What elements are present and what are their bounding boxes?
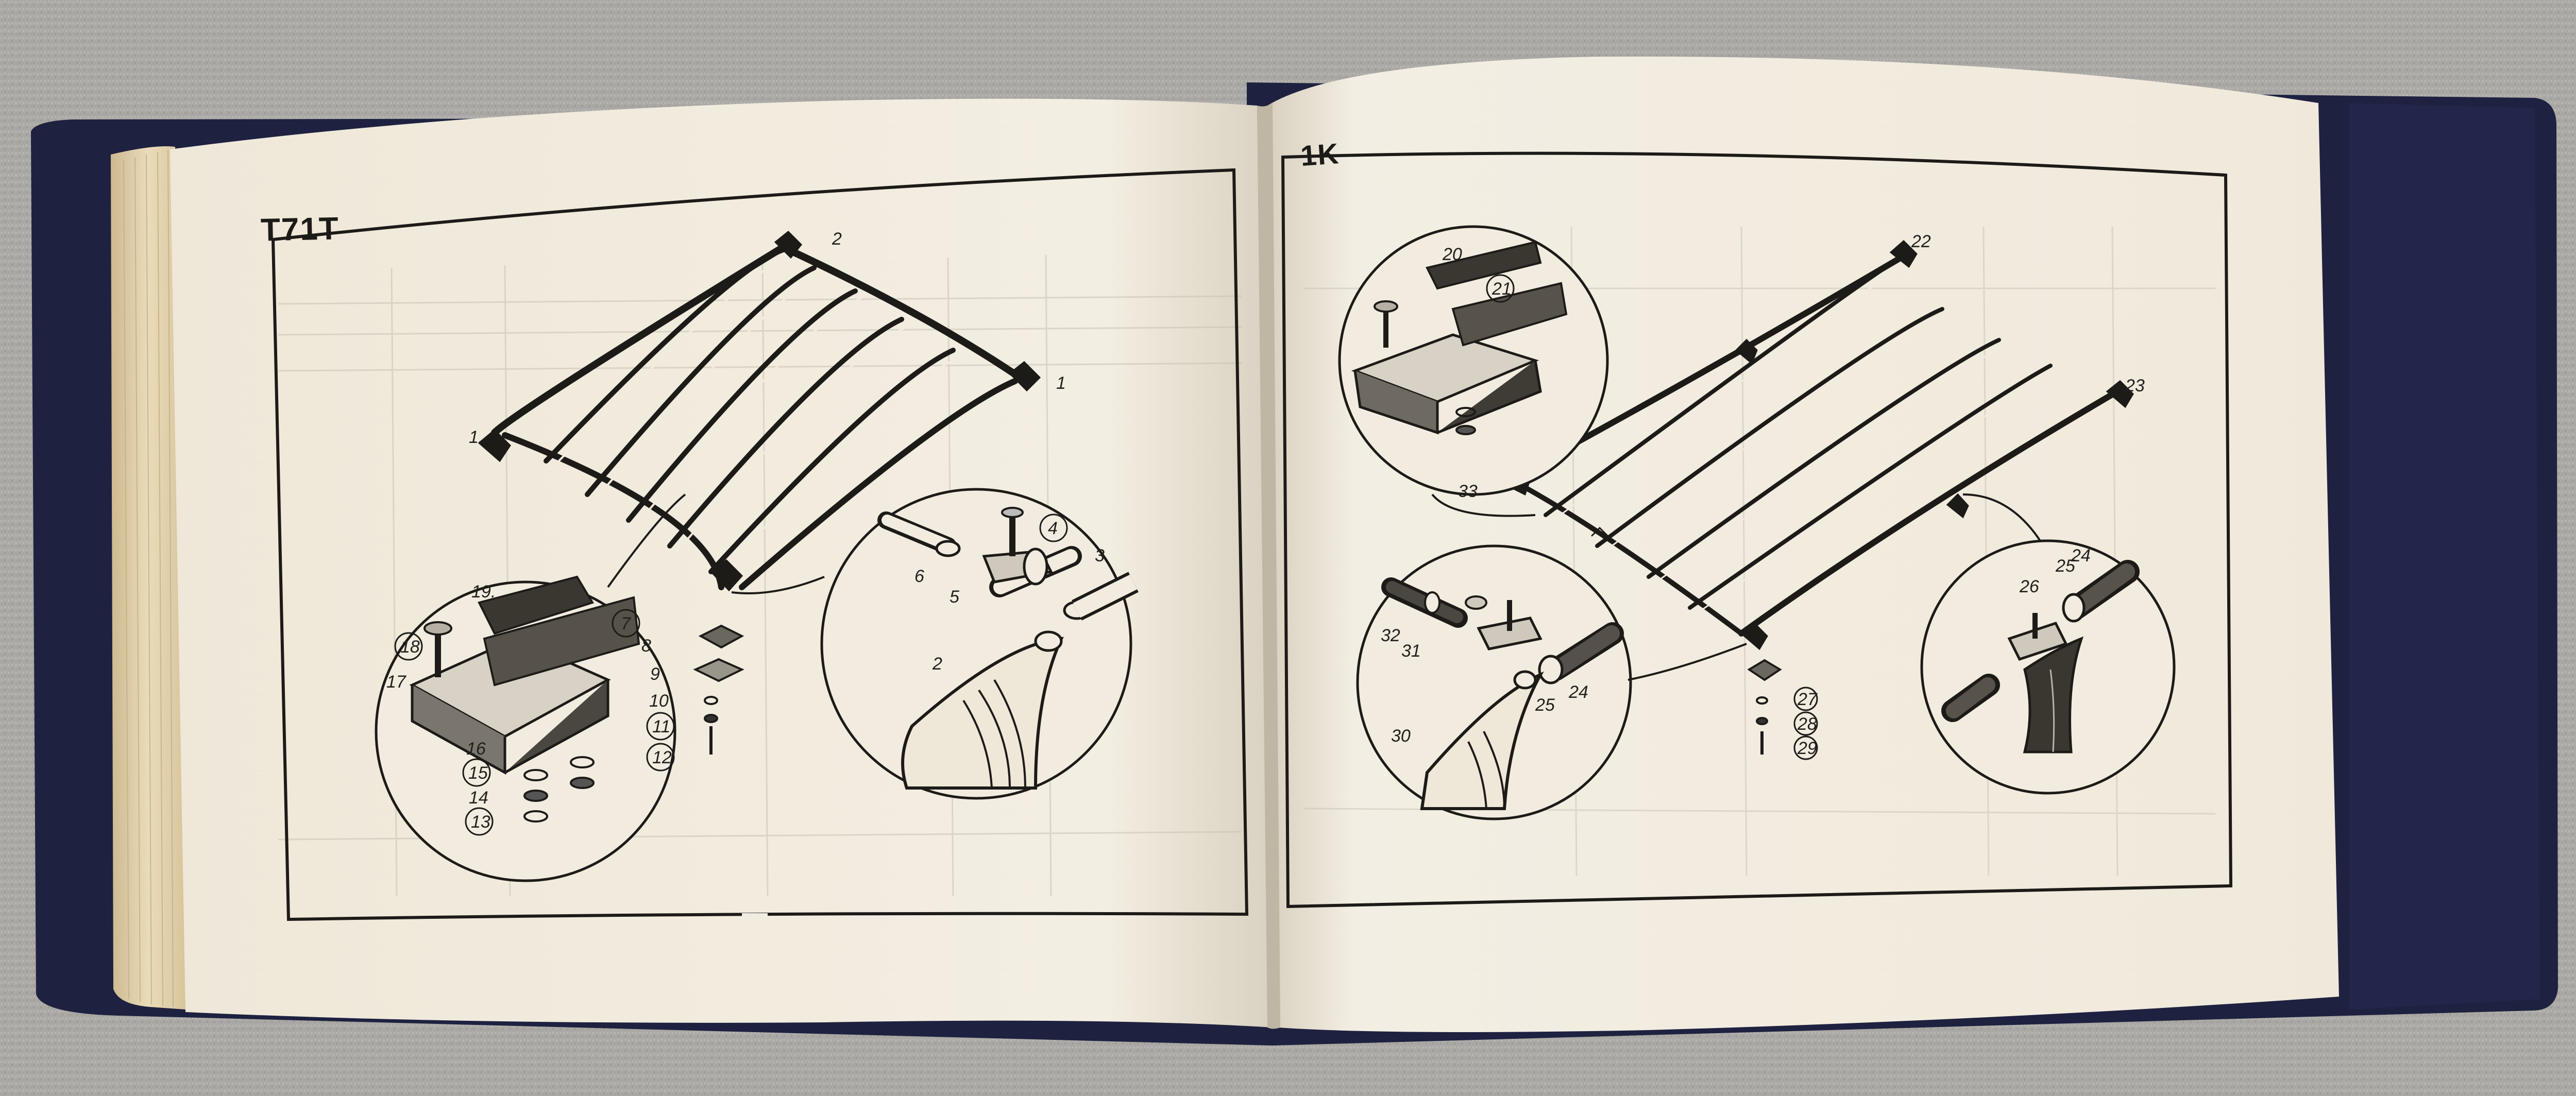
right-page-frame (1281, 151, 2233, 909)
callout-1a-left: 1. (469, 427, 483, 447)
callout-19-left: 19. (471, 582, 496, 602)
callout-10-left: 10 (649, 691, 669, 711)
callout-30-right: 30 (1391, 726, 1411, 746)
callout-33-right: 33 (1458, 482, 1478, 501)
callout-23-right: 23 (2125, 376, 2145, 396)
callout-31-right: 31 (1401, 641, 1421, 661)
right-detail-circle-bracket (1356, 544, 1747, 820)
callout-16-left: 16 (466, 739, 486, 759)
callout-29-right: 29 (1797, 739, 1817, 758)
callout-2-left: 2 (832, 229, 842, 249)
callout-12-left: 12 (652, 748, 672, 767)
right-detail-circle-top (1338, 225, 1609, 517)
callout-32-right: 32 (1381, 626, 1400, 645)
right-detail-circle-foot (1920, 493, 2176, 795)
callout-9-left: 9 (650, 664, 660, 684)
callout-28-right: 28 (1797, 714, 1817, 734)
left-page-frame (271, 168, 1249, 921)
right-callout-labels: 20 21 22 23 33 32 31 30 25 24 27 28 29 2… (1381, 232, 2145, 760)
callout-17-left: 17 (386, 672, 406, 692)
callout-5-left: 5 (950, 587, 959, 607)
callout-20-right: 20 (1442, 245, 1462, 264)
callout-7-left: 7 (621, 614, 631, 633)
left-roof-rack-drawing (478, 230, 1041, 592)
page-code-left: T71T (260, 211, 340, 248)
callout-21-right: 21 (1492, 279, 1512, 299)
left-detail-circle-foot (731, 488, 1139, 800)
right-hardware-stack (1747, 659, 1782, 755)
callout-24b-right: 24 (2071, 546, 2091, 566)
callout-11-left: 11 (652, 717, 670, 737)
callout-26-right: 26 (2019, 577, 2039, 596)
callout-22-right: 22 (1911, 232, 1931, 251)
callout-25-right: 25 (1535, 695, 1555, 715)
left-detail-circle-mount (375, 493, 686, 882)
callout-15-left: 15 (468, 763, 488, 783)
callout-1b-left: 1 (1056, 373, 1066, 393)
callout-18-left: 18 (400, 637, 420, 657)
left-callout-labels: 2 1. 1 3 4 5 6 2 7 8 9 10 11 12 13 14 15… (386, 229, 1105, 836)
callout-6-left: 6 (914, 567, 924, 586)
callout-3-left: 3 (1095, 546, 1105, 566)
callout-8-left: 8 (641, 636, 651, 656)
callout-14-left: 14 (469, 788, 488, 808)
callout-13-left: 13 (471, 812, 490, 832)
callout-24-right: 24 (1568, 682, 1588, 702)
callout-2b-left: 2 (932, 654, 942, 674)
callout-27-right: 27 (1797, 690, 1818, 709)
left-hardware-stack (693, 624, 744, 755)
page-stack-edges (111, 146, 185, 1009)
callout-25b-right: 25 (2055, 556, 2075, 576)
callout-4-left: 4 (1048, 519, 1058, 538)
